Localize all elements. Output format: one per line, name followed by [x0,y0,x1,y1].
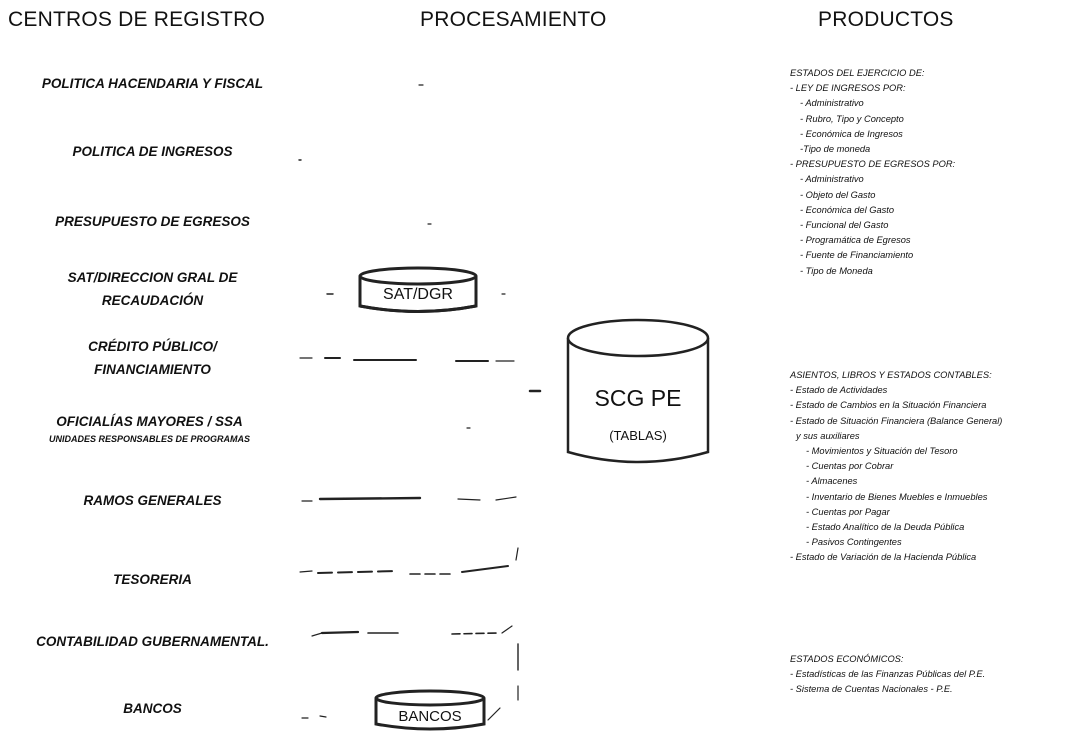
ley-ingresos-title: - LEY DE INGRESOS POR: [790,83,906,94]
auxiliar-item: - Inventario de Bienes Muebles e Inmuebl… [806,491,988,502]
source-tesoreria: TESORERIA [113,572,192,587]
auxiliar-item: - Cuentas por Cobrar [806,461,894,472]
sat-dgr-cylinder [358,266,478,313]
source-politica-hacendaria: POLITICA HACENDARIA Y FISCAL [41,76,264,91]
products-economicos: ESTADOS ECONÓMICOS: - Estadísticas de la… [790,652,985,698]
pres-item: - Funcional del Gasto [800,220,889,231]
connector-tesoreria-5 [515,547,519,561]
scg-pe-cylinder [566,318,710,464]
header-productos: PRODUCTOS [818,8,954,31]
auxiliar-item: - Cuentas por Pagar [806,506,890,517]
auxiliar-item: - Almacenes [806,476,858,487]
connector-ramos-4 [495,496,517,501]
sat-dgr-label: SAT/DGR [383,286,453,303]
asientos-item: - Estado de Situación Financiera (Balanc… [790,415,1003,426]
asientos-last-item: - Estado de Variación de la Hacienda Púb… [790,552,977,563]
scg-pe-title: SCG PE [594,385,682,411]
connector-contabilidad-5 [501,625,513,634]
source-presupuesto-egresos: PRESUPUESTO DE EGRESOS [55,214,250,229]
source-politica-ingresos: POLITICA DE INGRESOS [72,144,233,159]
connector-contabilidad-1 [311,632,323,637]
source-bancos: BANCOS [123,701,182,716]
connector-bancos-3 [487,707,501,721]
source-credito-publico: CRÉDITO PÚBLICO/FINANCIAMIENTO [88,339,217,377]
pres-item: - Tipo de Moneda [800,265,873,276]
pres-item: - Objeto del Gasto [800,189,876,200]
bancos-cylinder [374,689,486,731]
connector-ramos-2 [318,496,422,501]
asientos-item: y sus auxiliares [796,430,860,441]
source-ramos-generales: RAMOS GENERALES [83,493,222,508]
header-procesamiento: PROCESAMIENTO [420,8,607,31]
products-asientos: ASIENTOS, LIBROS Y ESTADOS CONTABLES: - … [790,368,1002,566]
economicos-item: - Estadísticas de las Finanzas Públicas … [790,669,986,680]
header-centros-de-registro: CENTROS DE REGISTRO [8,8,265,31]
connector-bancos-2 [319,715,327,718]
source-contabilidad-gubernamental: CONTABILIDAD GUBERNAMENTAL. [36,634,269,649]
economicos-item: - Sistema de Cuentas Nacionales - P.E. [790,684,953,695]
scg-pe-subtitle: (TABLAS) [609,428,667,443]
pres-item: - Económica del Gasto [800,204,895,215]
pres-item: - Administrativo [800,174,864,185]
connector-contabilidad-2 [320,630,360,635]
presupuesto-egresos-title: - PRESUPUESTO DE EGRESOS POR: [790,159,956,170]
connector-contabilidad-4 [451,632,499,635]
bancos-label: BANCOS [398,708,462,725]
pres-item: - Programática de Egresos [800,235,911,246]
ley-item: - Rubro, Tipo y Concepto [800,113,904,124]
asientos-title: ASIENTOS, LIBROS Y ESTADOS CONTABLES: [790,370,992,380]
connector-ramos-3 [457,498,481,501]
connector-tesoreria-1 [299,570,313,573]
auxiliar-item: - Pasivos Contingentes [806,537,902,548]
asientos-item: - Estado de Cambios en la Situación Fina… [790,400,987,411]
ley-item: -Tipo de moneda [800,144,871,155]
economicos-title: ESTADOS ECONÓMICOS: [790,654,904,664]
auxiliar-item: - Movimientos y Situación del Tesoro [806,446,958,457]
auxiliar-item: - Estado Analítico de la Deuda Pública [806,522,965,533]
connector-tesoreria-2 [317,570,396,574]
asientos-item: - Estado de Actividades [790,385,888,396]
products-estados-ejercicio: ESTADOS DEL EJERCICIO DE: - LEY DE INGRE… [790,66,955,279]
estados-ejercicio-title: ESTADOS DEL EJERCICIO DE: [790,68,925,78]
ley-item: - Económica de Ingresos [800,128,903,139]
pres-item: - Fuente de Financiamiento [800,250,914,261]
ley-item: - Administrativo [800,98,864,109]
connector-tesoreria-4 [461,565,509,573]
